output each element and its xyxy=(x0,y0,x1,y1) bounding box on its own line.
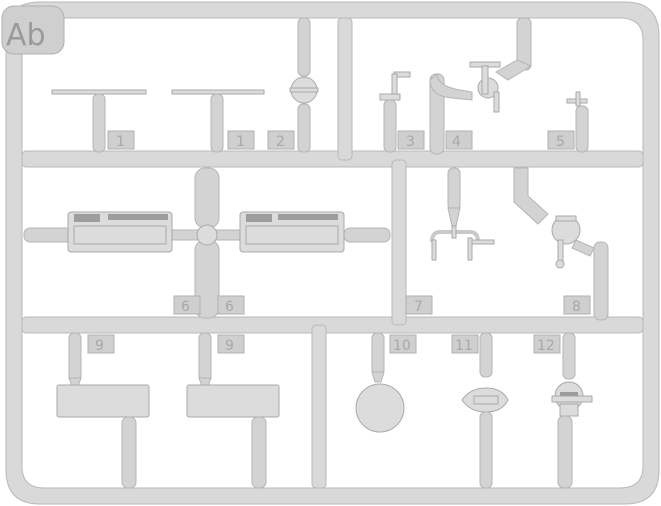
part-number-6b: 6 xyxy=(225,299,234,315)
part-number-6a: 6 xyxy=(181,299,190,315)
part-3: 3 xyxy=(379,71,425,153)
part-8: 8 xyxy=(513,167,609,321)
runner-vertical-mid xyxy=(391,159,407,326)
part-number-1a: 1 xyxy=(116,134,125,150)
part-number-12: 12 xyxy=(537,338,555,354)
part-6b: 6 xyxy=(217,211,345,315)
part-number-3: 3 xyxy=(406,134,415,150)
sprue-tag: Ab xyxy=(1,5,65,55)
runner-vertical-top xyxy=(337,17,353,161)
part-number-5: 5 xyxy=(556,134,565,150)
part-4: 4 xyxy=(429,17,533,155)
part-1a: 1 xyxy=(51,89,147,153)
part-10: 10 xyxy=(355,332,417,433)
runner-vertical-bottom xyxy=(311,324,327,489)
part-number-10: 10 xyxy=(393,338,411,354)
runner-top xyxy=(21,150,644,168)
part-11: 11 xyxy=(451,332,509,489)
part-9b: 9 xyxy=(186,332,280,489)
part-9a: 9 xyxy=(56,332,150,489)
part-6a: 6 xyxy=(67,211,201,315)
part-1b: 1 xyxy=(171,89,265,153)
runner-middle xyxy=(21,316,644,334)
part-7: 7 xyxy=(405,167,495,315)
sprue-tag-label: Ab xyxy=(6,18,46,53)
part-12: 12 xyxy=(533,332,593,489)
part-number-8: 8 xyxy=(572,299,581,315)
part-number-2: 2 xyxy=(276,134,285,150)
part-number-9a: 9 xyxy=(95,338,104,354)
part-number-9b: 9 xyxy=(225,338,234,354)
part-number-4: 4 xyxy=(452,134,461,150)
part-number-11: 11 xyxy=(455,338,473,354)
part-2: 2 xyxy=(267,17,319,153)
part-number-1b: 1 xyxy=(236,134,245,150)
part-number-7: 7 xyxy=(414,299,423,315)
part-5: 5 xyxy=(547,91,589,153)
